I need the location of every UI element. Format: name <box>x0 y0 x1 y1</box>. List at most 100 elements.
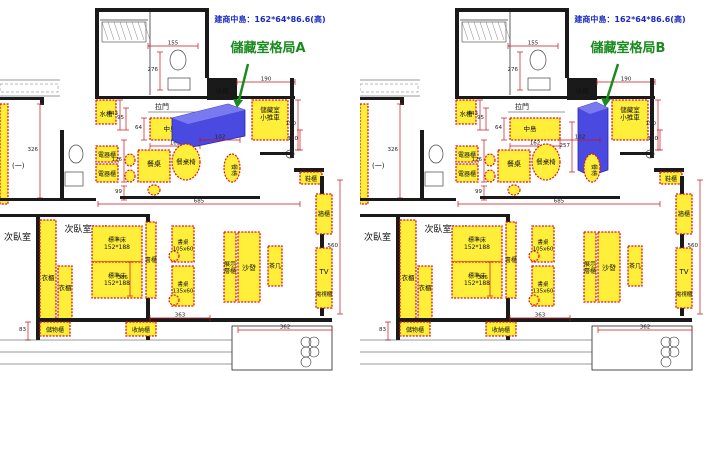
wardrobe-left-edge <box>360 103 369 205</box>
shower-tray <box>101 21 147 43</box>
dim-150b: 150 <box>288 136 299 142</box>
dim-190: 190 <box>261 77 272 83</box>
desk-chair <box>528 294 540 306</box>
coffee-table-label: 茶几 <box>269 262 281 270</box>
plan-svg: 155276冰箱190水槽143拉門儲藏室小推車150中島1626495電器櫃電… <box>0 8 343 371</box>
plan-svg: 155276冰箱190水槽143拉門儲藏室小推車150中島1626495257電… <box>360 8 703 371</box>
door-label: 拉門 <box>155 102 169 111</box>
tv-cabinet-label: 電視櫃 <box>316 290 333 298</box>
wall-right-stub <box>294 168 324 172</box>
dim-150b: 150 <box>648 136 659 142</box>
storage-room-box-top <box>578 102 608 114</box>
appliance-cabinet-1-label: 電器櫃 <box>458 151 476 159</box>
wall-bath-right <box>565 8 569 78</box>
wall-bedroom-top <box>396 214 506 217</box>
dining-table <box>497 149 531 183</box>
wardrobe-1-label: 衣櫃 <box>42 273 56 282</box>
island-label: 中島 <box>524 124 538 133</box>
storage-cabinet-label: 儲物櫃 <box>46 326 64 334</box>
title-arrow <box>604 63 620 103</box>
dining-table-label: 餐桌 <box>147 159 161 168</box>
wall-stub <box>400 97 404 105</box>
island-note: 建商中島：162*64*86.6(高) <box>213 14 325 24</box>
dim-83: 83 <box>19 327 26 333</box>
storage-cabinet-2-label: 收納櫃 <box>132 326 150 334</box>
plant-icon <box>300 336 312 348</box>
sofa-label: 沙發 <box>602 263 616 272</box>
coffee-table <box>627 245 643 287</box>
storage-cart <box>251 99 289 141</box>
dim-162: 162 <box>170 141 181 147</box>
tv-cabinet-label: 電視櫃 <box>676 290 693 298</box>
wall-cabinet-label: 牆櫃 <box>318 210 330 218</box>
shower-tray <box>461 21 507 43</box>
dim-362: 362 <box>640 325 651 331</box>
chair-label: 餐椅 <box>230 164 238 176</box>
display-shelf-label: 展示層櫃 <box>584 261 596 275</box>
dim-385: 385 <box>478 275 489 281</box>
plant-icon <box>300 346 312 358</box>
dim-83: 83 <box>379 327 386 333</box>
bedroom-left-label: 次臥室 <box>364 231 391 243</box>
bookcase-label: 書櫃 <box>505 256 517 264</box>
storage-cabinet-2 <box>485 321 517 337</box>
plant-icon <box>300 356 312 368</box>
wall-bath-top <box>95 8 207 12</box>
water-tank-label: 水槽 <box>460 109 474 118</box>
storage-cabinet-label: 儲物櫃 <box>406 326 424 334</box>
dim-99: 99 <box>475 189 482 195</box>
wardrobe-2-label: 衣櫃 <box>419 283 433 292</box>
wardrobe-2 <box>57 265 73 321</box>
wardrobe-2 <box>417 265 433 321</box>
coffee-table <box>267 245 283 287</box>
dim-685: 685 <box>554 199 565 205</box>
fridge-block <box>207 78 237 100</box>
dim-102: 102 <box>575 135 586 141</box>
bedroom-left-label: 次臥室 <box>4 231 31 243</box>
dining-set <box>531 143 561 181</box>
dining-set-label: 餐桌椅 <box>536 157 556 166</box>
appliance-cabinet-2 <box>455 163 479 183</box>
plan-title: 儲藏室格局B <box>590 40 666 56</box>
dim-95: 95 <box>117 115 124 121</box>
dim-102: 102 <box>215 135 226 141</box>
title-arrow <box>236 63 250 105</box>
wall-top-left-bed <box>360 214 400 217</box>
bookcase <box>145 221 157 299</box>
dim-362: 362 <box>280 325 291 331</box>
dim-64: 64 <box>495 125 502 131</box>
dim-276: 276 <box>508 67 519 73</box>
dim-560: 560 <box>688 243 699 249</box>
sofa-label: 沙發 <box>242 263 256 272</box>
wall-washroom <box>420 130 424 200</box>
wall-bath-top <box>455 8 567 12</box>
wall-kitchen-bottom <box>260 152 292 155</box>
island-label: 中島 <box>164 124 178 133</box>
water-tank-label: 水槽 <box>100 109 114 118</box>
desk-chair <box>168 250 180 262</box>
storage-cabinet-2 <box>125 321 157 337</box>
storage-cabinet <box>399 321 431 337</box>
bookcase <box>505 221 517 299</box>
wardrobe-2-label: 衣櫃 <box>59 283 73 292</box>
appliance-cabinet-2-label: 電器櫃 <box>458 170 476 178</box>
bed-2 <box>91 261 143 299</box>
wall-kitchen-bottom <box>620 152 652 155</box>
plan-title: 儲藏室格局A <box>229 40 305 56</box>
dim-155: 155 <box>528 41 539 47</box>
storage-room-box-top <box>172 104 245 124</box>
wall-kitchen-right <box>650 78 654 158</box>
wall-bottom <box>396 318 692 322</box>
wall-corridor <box>120 196 260 199</box>
dim-162: 162 <box>530 141 541 147</box>
dim-685: 685 <box>194 199 205 205</box>
wall-right <box>320 176 324 316</box>
wall-top-left-bed <box>0 214 40 217</box>
